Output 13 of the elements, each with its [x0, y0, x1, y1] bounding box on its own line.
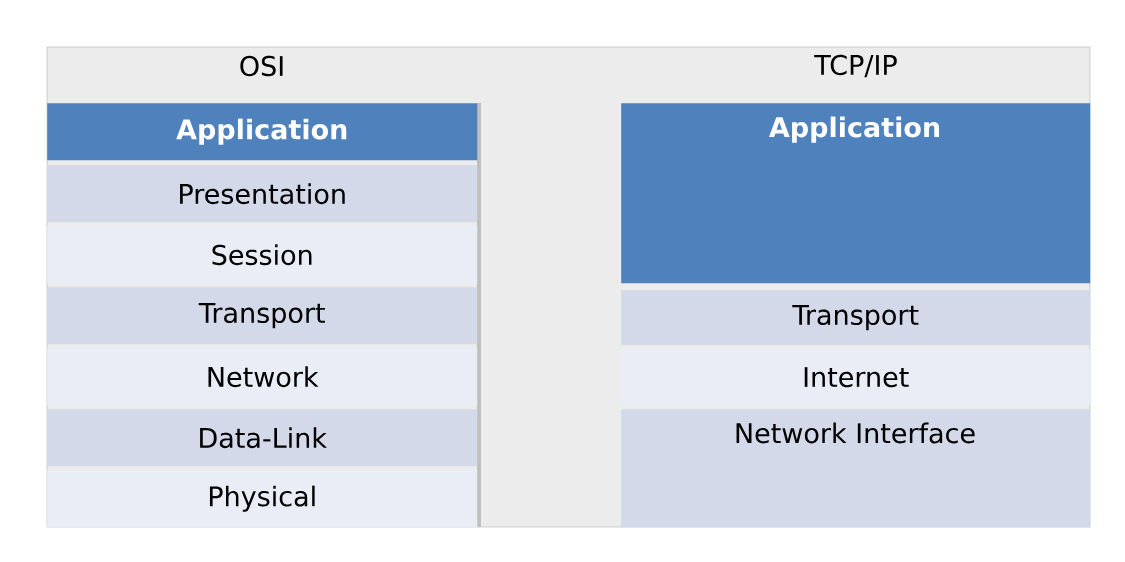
- layer-box: Session: [47, 226, 478, 284]
- layer-box: Network Interface: [621, 409, 1091, 528]
- layer-box: Transport: [621, 290, 1091, 346]
- layer-box: Application: [621, 103, 1091, 284]
- layer-box: Transport: [47, 287, 478, 345]
- column-heading: OSI: [240, 55, 283, 77]
- layer-box: Internet: [621, 349, 1091, 406]
- layer-box: Application: [47, 103, 478, 161]
- layer-box: Presentation: [47, 165, 478, 223]
- layer-box: Data-Link: [47, 409, 478, 467]
- layer-box: Physical: [47, 470, 478, 528]
- layer-box: Network: [47, 348, 478, 406]
- column-heading: TCP/IP: [814, 54, 897, 78]
